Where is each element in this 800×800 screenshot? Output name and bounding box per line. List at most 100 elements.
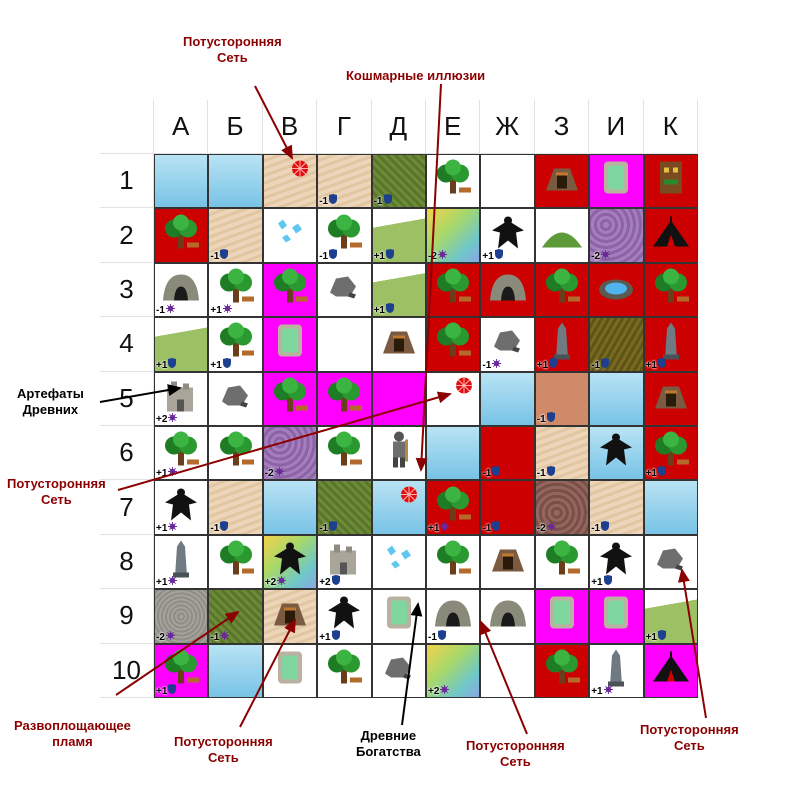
board-cell-А6[interactable]: +1	[154, 426, 209, 481]
board-cell-В9[interactable]	[262, 589, 318, 644]
board-cell-К8[interactable]	[643, 534, 698, 590]
board-cell-Б7[interactable]: -1	[208, 480, 263, 535]
board-cell-В4[interactable]	[262, 317, 318, 372]
board-cell-И1[interactable]	[589, 154, 644, 209]
board-cell-И6[interactable]	[589, 426, 644, 481]
board-cell-Д3[interactable]: +1	[371, 262, 426, 318]
board-cell-З1[interactable]	[534, 154, 590, 209]
board-cell-Ж10[interactable]	[480, 643, 535, 698]
board-cell-И7[interactable]: -1	[589, 480, 644, 535]
board-cell-И9[interactable]	[589, 589, 644, 644]
board-cell-И10[interactable]: +1	[589, 643, 644, 698]
board-cell-В2[interactable]	[262, 208, 318, 263]
board-cell-З2[interactable]	[534, 208, 590, 263]
board-cell-К10[interactable]	[643, 643, 698, 698]
board-cell-Е2[interactable]: -2	[426, 208, 481, 263]
board-cell-Д7[interactable]	[371, 480, 426, 535]
board-cell-Б6[interactable]	[208, 426, 263, 481]
board-cell-Е10[interactable]: +2	[426, 643, 481, 698]
board-cell-К9[interactable]: +1	[643, 589, 698, 644]
board-cell-К6[interactable]: +1	[643, 426, 698, 481]
board-cell-Д10[interactable]	[371, 643, 426, 698]
board-cell-Г9[interactable]: +1	[317, 589, 372, 644]
board-cell-Г1[interactable]: -1	[317, 154, 372, 209]
board-cell-З7[interactable]: -2	[534, 480, 590, 535]
board-cell-В7[interactable]	[262, 480, 318, 535]
board-cell-В5[interactable]	[262, 371, 318, 426]
board-cell-Г4[interactable]	[317, 317, 372, 372]
board-cell-Г7[interactable]: -1	[317, 480, 372, 535]
board-cell-А1[interactable]	[154, 154, 209, 209]
board-cell-И3[interactable]	[589, 262, 644, 318]
board-cell-А3[interactable]: -1	[154, 262, 209, 318]
board-cell-А2[interactable]	[154, 208, 209, 263]
board-cell-Е8[interactable]	[426, 534, 481, 590]
board-cell-Ж1[interactable]	[480, 154, 535, 209]
board-cell-Б5[interactable]	[208, 371, 263, 426]
board-cell-Б4[interactable]: +1	[208, 317, 263, 372]
board-cell-В10[interactable]	[262, 643, 318, 698]
board-cell-Ж6[interactable]: -1	[480, 426, 535, 481]
board-cell-К2[interactable]	[643, 208, 698, 263]
board-cell-В1[interactable]	[262, 154, 318, 209]
board-cell-Г5[interactable]	[317, 371, 372, 426]
board-cell-Д1[interactable]: -1	[371, 154, 426, 209]
board-cell-К4[interactable]: +1	[643, 317, 698, 372]
board-cell-Ж3[interactable]	[480, 262, 535, 318]
board-cell-З3[interactable]	[534, 262, 590, 318]
board-cell-Е9[interactable]: -1	[426, 589, 481, 644]
board-cell-Б3[interactable]: +1	[208, 262, 263, 318]
board-cell-К7[interactable]	[643, 480, 698, 535]
board-cell-А8[interactable]: +1	[154, 534, 209, 590]
board-cell-Ж4[interactable]: -1	[480, 317, 535, 372]
board-cell-А7[interactable]: +1	[154, 480, 209, 535]
board-cell-Е1[interactable]	[426, 154, 481, 209]
board-cell-Ж2[interactable]: +1	[480, 208, 535, 263]
board-cell-Е7[interactable]: +1	[426, 480, 481, 535]
board-cell-А9[interactable]: -2	[154, 589, 209, 644]
board-cell-А10[interactable]: +1	[154, 643, 209, 698]
board-cell-Д5[interactable]	[371, 371, 426, 426]
board-cell-Г10[interactable]	[317, 643, 372, 698]
board-cell-Г2[interactable]: -1	[317, 208, 372, 263]
board-cell-Г8[interactable]: +2	[317, 534, 372, 590]
board-cell-Е6[interactable]	[426, 426, 481, 481]
board-cell-В8[interactable]: +2	[262, 534, 318, 590]
board-cell-А5[interactable]: +2	[154, 371, 209, 426]
board-cell-К5[interactable]	[643, 371, 698, 426]
board-cell-Б2[interactable]: -1	[208, 208, 263, 263]
board-cell-Б1[interactable]	[208, 154, 263, 209]
board-cell-З4[interactable]: +1	[534, 317, 590, 372]
board-cell-З8[interactable]	[534, 534, 590, 590]
board-cell-Е3[interactable]	[426, 262, 481, 318]
board-cell-И2[interactable]: -2	[589, 208, 644, 263]
board-cell-К3[interactable]	[643, 262, 698, 318]
board-cell-Ж8[interactable]	[480, 534, 535, 590]
board-cell-Д6[interactable]	[371, 426, 426, 481]
board-cell-Д2[interactable]: +1	[371, 208, 426, 263]
board-cell-Д8[interactable]	[371, 534, 426, 590]
board-cell-Б9[interactable]: -1	[208, 589, 263, 644]
board-cell-Ж9[interactable]	[480, 589, 535, 644]
board-cell-В6[interactable]: -2	[262, 426, 318, 481]
board-cell-Ж7[interactable]: -1	[480, 480, 535, 535]
board-cell-З9[interactable]	[534, 589, 590, 644]
board-cell-И5[interactable]	[589, 371, 644, 426]
board-cell-К1[interactable]	[643, 154, 698, 209]
board-cell-Г6[interactable]	[317, 426, 372, 481]
board-cell-Г3[interactable]	[317, 262, 372, 318]
board-cell-И4[interactable]: -1	[589, 317, 644, 372]
board-cell-И8[interactable]: +1	[589, 534, 644, 590]
board-cell-Е5[interactable]	[426, 371, 481, 426]
board-cell-Д4[interactable]	[371, 317, 426, 372]
board-cell-Е4[interactable]	[426, 317, 481, 372]
board-cell-А4[interactable]: +1	[154, 317, 209, 372]
board-cell-В3[interactable]	[262, 262, 318, 318]
board-cell-Б8[interactable]	[208, 534, 263, 590]
board-cell-З10[interactable]	[534, 643, 590, 698]
board-cell-З5[interactable]: -1	[534, 371, 590, 426]
board-cell-Д9[interactable]	[371, 589, 426, 644]
board-cell-З6[interactable]: -1	[534, 426, 590, 481]
board-cell-Б10[interactable]	[208, 643, 263, 698]
board-cell-Ж5[interactable]	[480, 371, 535, 426]
